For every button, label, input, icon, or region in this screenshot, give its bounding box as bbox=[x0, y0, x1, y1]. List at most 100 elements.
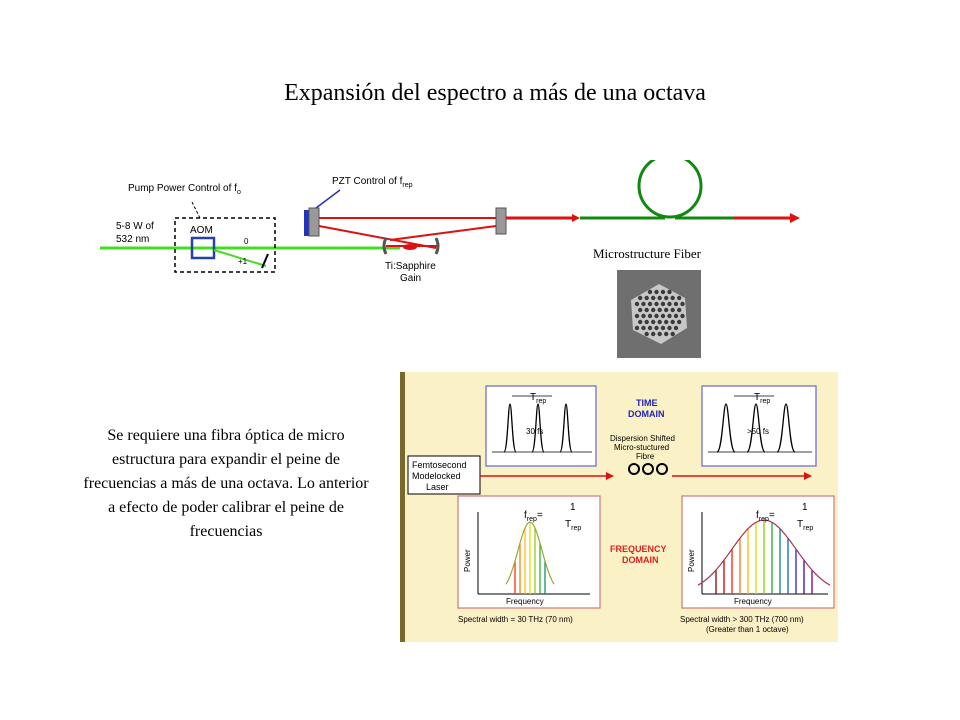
freq-box-left bbox=[457, 495, 601, 609]
fiber-hole bbox=[634, 301, 640, 307]
fiber-hole bbox=[667, 313, 672, 319]
fiber-hole bbox=[670, 307, 675, 313]
fiber-hole bbox=[680, 313, 685, 319]
fiber-hole bbox=[673, 301, 679, 307]
frep-right-one: 1 bbox=[802, 502, 808, 513]
frequency-label-right: Frequency bbox=[734, 597, 772, 606]
fiber-hole bbox=[647, 313, 653, 319]
spectral-width-right-2: (Greater than 1 octave) bbox=[706, 625, 789, 634]
pulse-narrow bbox=[559, 403, 573, 453]
fiber-hole bbox=[647, 289, 653, 295]
pzt-control-label: PZT Control of frep bbox=[332, 176, 413, 189]
panel-left-edge bbox=[400, 372, 405, 642]
laser-label-1: Femtosecond bbox=[412, 460, 467, 470]
fiber-hole bbox=[673, 313, 679, 319]
output-coupler bbox=[495, 207, 507, 235]
fiber-hole bbox=[660, 325, 666, 331]
fiber-hole bbox=[641, 325, 646, 331]
beam-block bbox=[261, 253, 269, 269]
fiber-hole bbox=[657, 319, 662, 325]
supercontinuum-arrowhead bbox=[790, 213, 800, 223]
fiber-hole bbox=[638, 307, 643, 313]
page-title: Expansión del espectro a más de una octa… bbox=[284, 80, 706, 106]
fiber-hole bbox=[644, 295, 649, 301]
fiber-loop-3 bbox=[656, 463, 668, 475]
spectral-width-left: Spectral width = 30 THz (70 nm) bbox=[458, 615, 573, 624]
frep-right-formula: frep= bbox=[756, 510, 775, 523]
frep-left-trep: Trep bbox=[565, 519, 581, 532]
time-box-left bbox=[485, 385, 597, 467]
pulse-narrow bbox=[531, 403, 545, 453]
frep-left-formula: frep= bbox=[524, 510, 543, 523]
fiber-loop-2 bbox=[642, 463, 654, 475]
fiber-label: Microstructure Fiber bbox=[593, 246, 701, 261]
order-0-label: 0 bbox=[244, 237, 249, 246]
fiber-hole bbox=[634, 313, 640, 319]
laser-label-3: Laser bbox=[426, 482, 449, 492]
trep-left-label: Trep bbox=[530, 392, 546, 405]
pump-power-label: 5-8 W of bbox=[116, 221, 154, 232]
gain-label-1: Ti:Sapphire bbox=[385, 261, 436, 272]
fiber-hole bbox=[667, 301, 672, 307]
frep-right-trep: Trep bbox=[797, 519, 813, 532]
curved-mirror-left bbox=[382, 237, 388, 255]
fiber-arrowhead bbox=[804, 472, 812, 480]
pump-control-label: Pump Power Control of fo bbox=[128, 183, 241, 196]
fiber-hole bbox=[647, 325, 653, 331]
description-text: Se requiere una fibra óptica de micro es… bbox=[83, 427, 369, 540]
pulse-broad bbox=[746, 403, 766, 453]
aom-modulator bbox=[190, 236, 216, 260]
fiber-hole bbox=[654, 313, 659, 319]
pump-control-box bbox=[174, 217, 276, 273]
fiber-hole bbox=[638, 295, 643, 301]
cavity-beam-cross2 bbox=[389, 225, 497, 241]
fiber-hole bbox=[664, 331, 669, 337]
fiber-hole bbox=[670, 319, 675, 325]
fiber-hole bbox=[651, 319, 656, 325]
fiber-hole bbox=[647, 301, 653, 307]
cavity-beam-cross1 bbox=[318, 225, 437, 249]
laser-label-2: Modelocked bbox=[412, 471, 461, 481]
fiber-hole bbox=[657, 295, 662, 301]
fiber-coil bbox=[637, 160, 703, 219]
fiber-hole bbox=[657, 307, 662, 313]
gain-label-2: Gain bbox=[400, 273, 421, 284]
fiber-hole bbox=[641, 301, 646, 307]
fiber-cross-section-image bbox=[617, 270, 701, 358]
pump-wavelength-label: 532 nm bbox=[116, 234, 149, 245]
curved-mirror-right bbox=[434, 237, 440, 255]
laser-setup-diagram: AOM 0 +1 5-8 W of 532 nm Pump Power Cont… bbox=[100, 160, 800, 284]
end-mirror bbox=[308, 207, 320, 237]
frep-left-one: 1 bbox=[570, 502, 576, 513]
fiber-hole bbox=[677, 319, 682, 325]
trep-right-label: Trep bbox=[754, 392, 770, 405]
fiber-hole bbox=[654, 289, 659, 295]
fiber-hole bbox=[677, 307, 682, 313]
fiber-hole bbox=[660, 289, 666, 295]
order-plus1-label: +1 bbox=[238, 257, 248, 266]
pump-control-leader bbox=[191, 201, 201, 219]
freq-domain-label-2: DOMAIN bbox=[622, 555, 659, 565]
fiber-hole bbox=[660, 301, 666, 307]
fiber-hole bbox=[654, 301, 659, 307]
first-order-beam bbox=[213, 249, 267, 267]
fiber-hole bbox=[644, 319, 649, 325]
fiber-loop-1 bbox=[628, 463, 640, 475]
fiber-hole bbox=[670, 295, 675, 301]
fiber-hole bbox=[667, 325, 672, 331]
fiber-text-3: Fibre bbox=[636, 452, 655, 461]
frequency-comb-figure: Trep Trep 30 fs >50 fs TIME DOMAIN Dispe… bbox=[400, 372, 838, 642]
fiber-hole bbox=[651, 331, 656, 337]
laser-box bbox=[407, 455, 481, 495]
fiber-hole bbox=[673, 325, 679, 331]
ti-sapphire-crystal bbox=[403, 244, 417, 250]
fiber-hole bbox=[651, 307, 656, 313]
spectral-width-right-1: Spectral width > 300 THz (700 nm) bbox=[680, 615, 804, 624]
fiber-hole bbox=[651, 295, 656, 301]
pulse-broad bbox=[716, 403, 736, 453]
pulse-broad bbox=[776, 403, 796, 453]
spectrum-envelope-narrow bbox=[505, 521, 555, 585]
freq-box-right bbox=[681, 495, 835, 609]
power-label-right: Power bbox=[687, 549, 696, 572]
fiber-hole bbox=[654, 325, 659, 331]
